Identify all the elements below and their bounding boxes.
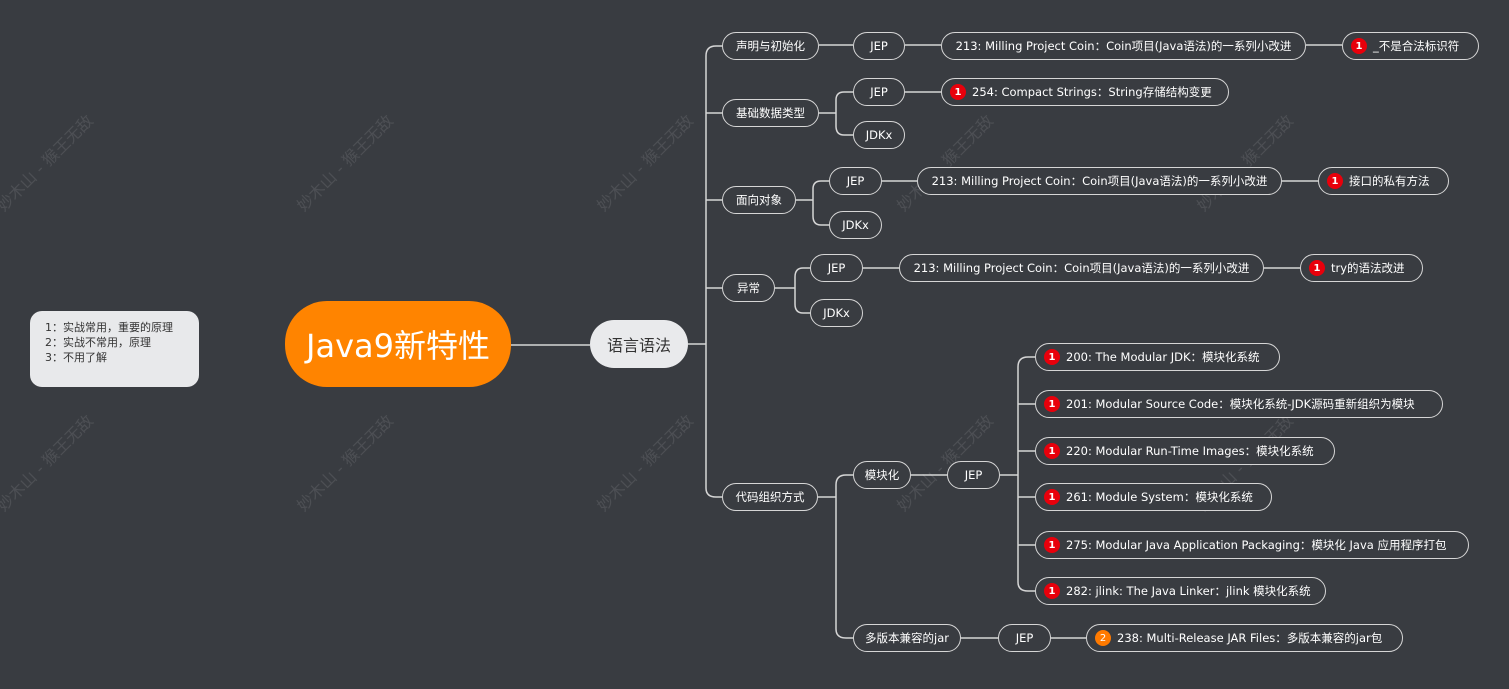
- topic-jep-item-label: 238: Multi-Release JAR Files：多版本兼容的jar包: [1117, 631, 1383, 645]
- topic-jep-item-label: 200: The Modular JDK：模块化系统: [1066, 350, 1260, 364]
- priority-1-icon: 1: [1044, 396, 1060, 412]
- priority-1-icon: 1: [1044, 537, 1060, 553]
- legend-box[interactable]: 1：实战常用，重要的原理 2：实战不常用，原理 3：不用了解: [30, 311, 199, 387]
- topic-jep-item[interactable]: 213: Milling Project Coin：Coin项目(Java语法)…: [899, 254, 1264, 282]
- topic-jep-item[interactable]: 1 201: Modular Source Code：模块化系统-JDK源码重新…: [1035, 390, 1443, 418]
- topic-declaration[interactable]: 声明与初始化: [722, 32, 819, 60]
- topic-jep-item-label: 275: Modular Java Application Packaging：…: [1066, 538, 1447, 552]
- topic-jep-item-label: 254: Compact Strings：String存储结构变更: [972, 85, 1212, 99]
- topic-basic-types[interactable]: 基础数据类型: [722, 99, 819, 127]
- legend-line: 2：实战不常用，原理: [45, 336, 151, 349]
- topic-jep-item-label: 220: Modular Run-Time Images：模块化系统: [1066, 444, 1314, 458]
- topic-jep[interactable]: JEP: [853, 78, 905, 106]
- topic-jep-item[interactable]: 1 254: Compact Strings：String存储结构变更: [941, 78, 1229, 106]
- topic-jep-item[interactable]: 213: Milling Project Coin：Coin项目(Java语法)…: [917, 167, 1282, 195]
- topic-jep-item-label: 261: Module System：模块化系统: [1066, 490, 1253, 504]
- topic-jep-item[interactable]: 1 261: Module System：模块化系统: [1035, 483, 1272, 511]
- topic-jdkx[interactable]: JDKx: [810, 299, 863, 327]
- root-topic[interactable]: Java9新特性: [285, 301, 511, 387]
- priority-1-icon: 1: [1044, 489, 1060, 505]
- topic-jep-item[interactable]: 1 220: Modular Run-Time Images：模块化系统: [1035, 437, 1335, 465]
- priority-1-icon: 1: [1044, 443, 1060, 459]
- topic-leaf-label: _不是合法标识符: [1373, 39, 1460, 53]
- topic-jep-item[interactable]: 213: Milling Project Coin：Coin项目(Java语法)…: [941, 32, 1306, 60]
- topic-jep-item[interactable]: 1 282: jlink: The Java Linker：jlink 模块化系…: [1035, 577, 1326, 605]
- priority-1-icon: 1: [950, 84, 966, 100]
- topic-jep-item-label: 282: jlink: The Java Linker：jlink 模块化系统: [1066, 584, 1311, 598]
- priority-1-icon: 1: [1309, 260, 1325, 276]
- priority-2-icon: 2: [1095, 630, 1111, 646]
- topic-leaf[interactable]: 1 _不是合法标识符: [1342, 32, 1479, 60]
- topic-leaf[interactable]: 1 try的语法改进: [1300, 254, 1423, 282]
- topic-multi-release-jar[interactable]: 多版本兼容的jar: [853, 624, 961, 652]
- priority-1-icon: 1: [1351, 38, 1367, 54]
- priority-1-icon: 1: [1327, 173, 1343, 189]
- topic-leaf-label: try的语法改进: [1331, 261, 1405, 275]
- topic-jep-item[interactable]: 2 238: Multi-Release JAR Files：多版本兼容的jar…: [1086, 624, 1403, 652]
- main-topic-syntax[interactable]: 语言语法: [590, 320, 688, 368]
- legend-line: 3：不用了解: [45, 351, 107, 364]
- topic-jep[interactable]: JEP: [947, 461, 1000, 489]
- topic-code-organization[interactable]: 代码组织方式: [722, 483, 818, 511]
- topic-jep-item-label: 201: Modular Source Code：模块化系统-JDK源码重新组织…: [1066, 397, 1415, 411]
- topic-jep[interactable]: JEP: [998, 624, 1051, 652]
- topic-jdkx[interactable]: JDKx: [853, 121, 905, 149]
- topic-jep-item[interactable]: 1 275: Modular Java Application Packagin…: [1035, 531, 1469, 559]
- topic-jdkx[interactable]: JDKx: [829, 211, 882, 239]
- topic-oop[interactable]: 面向对象: [722, 186, 796, 214]
- topic-leaf[interactable]: 1 接口的私有方法: [1318, 167, 1449, 195]
- legend-line: 1：实战常用，重要的原理: [45, 321, 173, 334]
- topic-modularization[interactable]: 模块化: [853, 461, 911, 489]
- priority-1-icon: 1: [1044, 349, 1060, 365]
- topic-jep[interactable]: JEP: [853, 32, 905, 60]
- priority-1-icon: 1: [1044, 583, 1060, 599]
- topic-jep[interactable]: JEP: [829, 167, 882, 195]
- topic-exception[interactable]: 异常: [722, 274, 775, 302]
- topic-jep[interactable]: JEP: [810, 254, 863, 282]
- topic-jep-item[interactable]: 1 200: The Modular JDK：模块化系统: [1035, 343, 1280, 371]
- topic-leaf-label: 接口的私有方法: [1349, 174, 1430, 188]
